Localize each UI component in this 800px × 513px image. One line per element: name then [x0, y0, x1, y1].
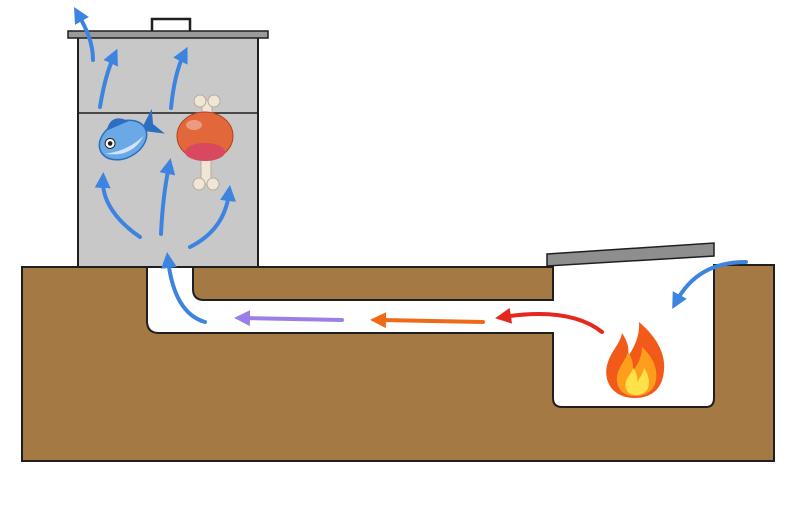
- hot-smoke-arrow: [495, 307, 604, 334]
- cooling-smoke-arrow: [234, 310, 344, 327]
- intake-air-arrow: [672, 260, 748, 310]
- lid-handle: [150, 17, 192, 31]
- box-arrow-center: [159, 158, 176, 236]
- tunnel-roof-earth: [192, 266, 554, 301]
- smoker-lid: [67, 30, 269, 39]
- fish-tail: [140, 108, 165, 134]
- fish-top-fin: [106, 118, 129, 131]
- meat-on-bone-icon: [176, 94, 234, 191]
- fire-icon: [606, 322, 665, 398]
- earth-ground: [21, 264, 775, 462]
- meat-cut-face: [185, 143, 225, 161]
- box-arrow-upper-left: [98, 48, 118, 109]
- firebox-cover-plate: [546, 242, 715, 267]
- box-arrow-upper-right: [169, 46, 188, 110]
- box-arrow-left-curve: [94, 172, 142, 239]
- fish-pupil: [107, 141, 113, 146]
- cool-smoke-up-arrow: [160, 252, 207, 324]
- fish-icon: [98, 108, 165, 161]
- flame-core: [625, 368, 649, 395]
- warm-smoke-arrow: [370, 312, 485, 329]
- smoker-box: [67, 17, 269, 268]
- box-arrow-right-curve: [188, 185, 236, 249]
- exhaust-arrow: [74, 7, 95, 62]
- smoke-flow-arrows: [74, 7, 748, 334]
- fish-belly: [105, 135, 144, 155]
- meat-highlight: [186, 120, 202, 130]
